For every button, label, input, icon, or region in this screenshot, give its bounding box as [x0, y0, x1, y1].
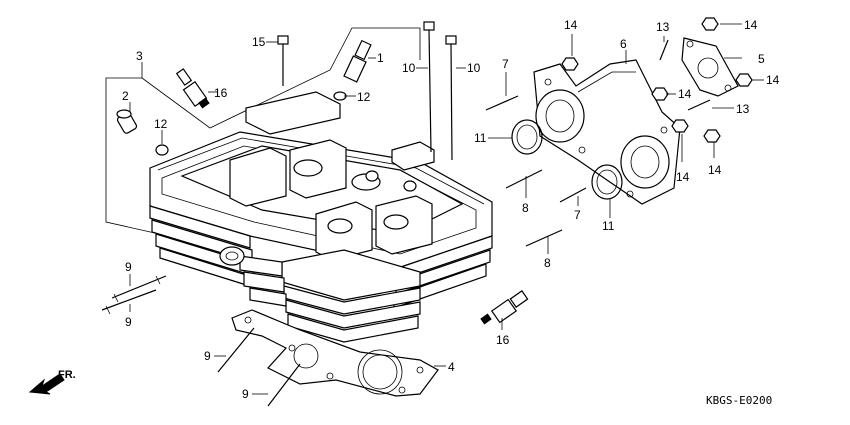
callout-10-left: 10 [402, 61, 416, 75]
part-2-dowel [116, 109, 138, 134]
nut-14-d [735, 73, 753, 87]
stud-9-lower [101, 289, 157, 315]
callout-14-e: 14 [676, 170, 690, 184]
o-ring-12-left [155, 144, 169, 156]
stud-7-lower [559, 187, 587, 203]
stud-13-lower [687, 99, 711, 111]
spark-plug-16-upper [175, 68, 210, 109]
spark-plug-16-lower [480, 290, 529, 325]
callout-12-right: 12 [357, 90, 371, 104]
nut-14-e [671, 119, 689, 133]
callout-9-bottom: 9 [242, 387, 249, 401]
part-1-fitting [343, 39, 372, 83]
plate-gasket-5 [681, 37, 739, 97]
insulator-ring-11-left [511, 119, 543, 155]
cylinder-head [149, 91, 493, 343]
callout-10-right: 10 [467, 61, 481, 75]
stud-8-lower [525, 229, 563, 247]
callout-11-right: 11 [602, 219, 615, 233]
callout-2: 2 [122, 89, 129, 103]
callout-1: 1 [377, 51, 384, 65]
callout-4: 4 [448, 360, 455, 374]
callout-9-third: 9 [204, 349, 211, 363]
callout-6: 6 [620, 37, 627, 51]
insulator-ring-11-right [591, 164, 623, 200]
callout-9-second: 9 [125, 315, 132, 329]
stud-13-upper [659, 39, 669, 61]
callout-9-top: 9 [125, 260, 132, 274]
callout-14-d: 14 [678, 87, 692, 101]
stud-8-upper [505, 169, 543, 189]
callout-13-lower: 13 [736, 102, 750, 116]
callout-8-upper: 8 [522, 201, 529, 215]
callout-8-lower: 8 [544, 256, 551, 270]
stud-9-bottom [267, 363, 301, 407]
callout-14-b: 14 [744, 18, 758, 32]
nut-14-c [651, 87, 669, 101]
stud-7-upper [485, 95, 519, 111]
callout-14-a: 14 [564, 18, 578, 32]
bolt-15 [277, 35, 289, 86]
callout-16-lower: 16 [496, 333, 510, 347]
bolt-10-left [423, 21, 435, 153]
callout-11-left: 11 [474, 131, 487, 145]
callout-7-lower: 7 [574, 208, 581, 222]
callout-13-upper: 13 [656, 20, 670, 34]
callout-5: 5 [758, 52, 765, 66]
leader-lines [129, 23, 764, 395]
direction-label: FR. [58, 369, 76, 381]
callout-14-f: 14 [708, 163, 722, 177]
stud-9-mid [217, 327, 255, 373]
head-gasket [231, 309, 439, 397]
callout-14-c: 14 [766, 73, 780, 87]
intake-manifold [533, 59, 681, 205]
callout-16-upper: 16 [214, 86, 228, 100]
callout-3: 3 [136, 49, 143, 63]
bolt-10-right [445, 35, 457, 161]
nut-14-a [561, 57, 579, 71]
callout-labels: 1 2 3 4 5 6 7 7 8 8 9 9 9 9 10 10 11 11 … [122, 18, 780, 401]
nut-14-b [701, 17, 719, 31]
callout-15: 15 [252, 35, 266, 49]
nut-14-f [703, 129, 721, 143]
diagram-code: KBGS-E0200 [706, 394, 772, 407]
callout-12-left: 12 [154, 117, 168, 131]
callout-7-upper: 7 [502, 57, 509, 71]
front-direction-arrow-icon: FR. [28, 369, 76, 395]
stud-9-upper [111, 275, 167, 303]
